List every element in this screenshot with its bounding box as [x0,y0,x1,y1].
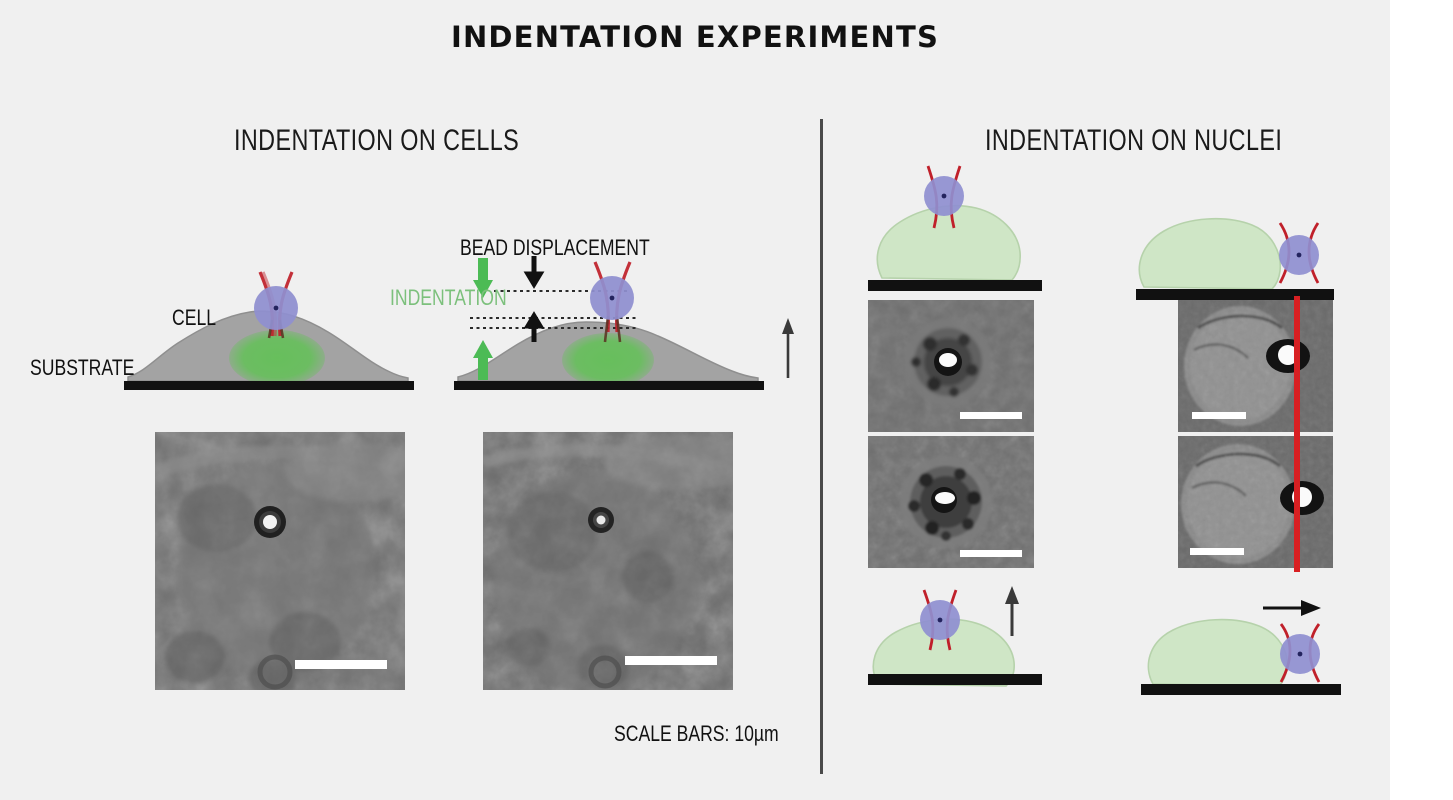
nucleus-schematic-bottom-vertical [860,580,1060,695]
vertical-indentation-arrow [1005,586,1019,636]
substrate-bar [124,381,414,390]
bead-lateral-top [1266,339,1310,373]
micrograph-cell-before [155,432,405,690]
nucleus-blob-bottom-lateral [1147,618,1288,687]
micrograph-nucleus-lateral-indented [1178,436,1333,568]
bead-center-dot-nuc-top [941,193,947,199]
substrate-bar-lateral-bottom [1141,684,1341,695]
scale-bar-nuc-top-indented [960,550,1022,557]
cell-schematic-indented [440,250,800,400]
bead-center-dot-lateral-top [1296,252,1302,258]
substrate-bar-indented [454,381,764,390]
page-title: INDENTATION EXPERIMENTS [450,20,940,54]
label-cell: CELL [172,305,217,330]
nucleus-blob-top-lateral [1138,217,1281,290]
bead-bright-spot-nuc-top-indented [935,492,955,504]
panel-heading-cells: INDENTATION ON CELLS [234,124,520,157]
cell-nucleus-shape-indented [562,333,654,387]
micrograph-nucleus-top [868,300,1034,432]
bead-center-dot-indented [609,295,615,301]
micrograph-nucleus-lateral [1178,300,1333,432]
scale-bar-lateral-bottom [1190,548,1244,555]
scale-bar-lateral-top [1192,412,1246,419]
indentation-arrows [473,258,493,380]
panel-heading-nuclei: INDENTATION ON NUCLEI [985,124,1283,157]
bead-center-dot [273,305,279,311]
bead-in-micrograph [254,506,286,538]
bead-center-dot-nuc-bottom [937,617,943,623]
micrograph-nucleus-top-indented [868,436,1034,568]
lateral-indentation-arrow [1263,600,1321,616]
micrograph-cell-after [483,432,733,690]
panel-divider [820,119,823,774]
figure-canvas: INDENTATION EXPERIMENTS INDENTATION ON C… [0,0,1390,800]
substrate-bar-nuc-top [868,280,1042,291]
scale-bar-after [625,656,717,665]
cell-schematic-undeformed [100,250,430,400]
scale-bar [295,660,387,669]
label-bead-displacement: BEAD DISPLACEMENT [460,235,650,260]
bead-displacement-arrows [523,256,545,342]
nucleus-schematic-top-lateral [1130,215,1345,305]
bead-in-micrograph-after [588,507,614,533]
label-indentation: INDENTATION [390,285,507,310]
nucleus-blob-top [876,204,1021,281]
nucleus-schematic-bottom-lateral [1135,580,1350,695]
bead-lateral-bottom [1280,481,1324,515]
bead-bright-spot-nuc-top [939,353,957,367]
label-scale-bars: SCALE BARS: 10µm [614,721,779,746]
label-substrate: SUBSTRATE [30,355,135,380]
scale-bar-nuc-top [960,412,1022,419]
bead-center-dot-lateral-bottom [1297,651,1303,657]
upward-direction-arrow [782,318,794,378]
nucleus-schematic-top-vertical [860,160,1050,300]
substrate-bar-lateral-top [1136,289,1334,300]
nucleus-blob-bottom [872,618,1015,687]
substrate-nuc-bottom [860,672,1050,688]
cell-nucleus-shape [229,330,325,386]
